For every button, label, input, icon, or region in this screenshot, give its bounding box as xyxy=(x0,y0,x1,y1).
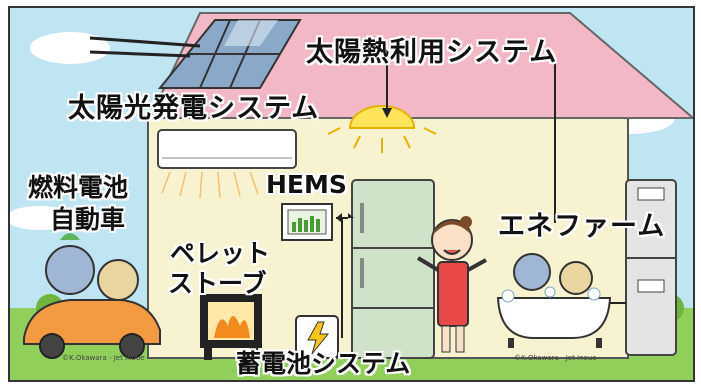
label-enefarm: エネファーム xyxy=(498,211,666,242)
label-fuel-cell-line1: 燃料電池 xyxy=(28,173,129,202)
arrow-to-sun xyxy=(382,108,392,118)
label-fuel-cell-line2: 自動車 xyxy=(50,205,126,234)
smart-house-illustration xyxy=(10,8,693,380)
label-pellet-line1: ペレット xyxy=(170,239,271,268)
credit-left: ©K.Okawara - Jet Inoue xyxy=(62,354,145,362)
credit-right: ©K.Okawara - Jet Inoue xyxy=(514,354,597,362)
air-conditioner xyxy=(157,129,297,199)
bathtub xyxy=(496,253,612,348)
arrow-hems xyxy=(336,213,342,223)
battery-unit xyxy=(295,315,339,359)
pellet-stove xyxy=(200,294,262,360)
label-battery: 蓄電池システム xyxy=(236,349,411,378)
label-solar-thermal: 太陽熱利用システム xyxy=(306,37,558,68)
solar-panel xyxy=(157,19,302,89)
enefarm-unit xyxy=(610,179,677,356)
label-hems: HEMS xyxy=(266,170,347,199)
wiring xyxy=(335,52,556,338)
hems-monitor xyxy=(281,203,333,241)
sun xyxy=(327,105,437,153)
woman-figure xyxy=(416,216,487,353)
panel-cable xyxy=(89,36,201,48)
arrow-fridge xyxy=(348,213,354,218)
fuel-cell-car xyxy=(23,233,161,359)
label-pellet-line2: ストーブ xyxy=(168,269,267,298)
refrigerator xyxy=(351,179,435,359)
illustration-frame: 太陽熱利用システム 太陽光発電システム 燃料電池 自動車 HEMS ペレット ス… xyxy=(8,6,695,382)
label-solar-power: 太陽光発電システム xyxy=(68,93,320,124)
panel-cable-2 xyxy=(89,50,191,58)
